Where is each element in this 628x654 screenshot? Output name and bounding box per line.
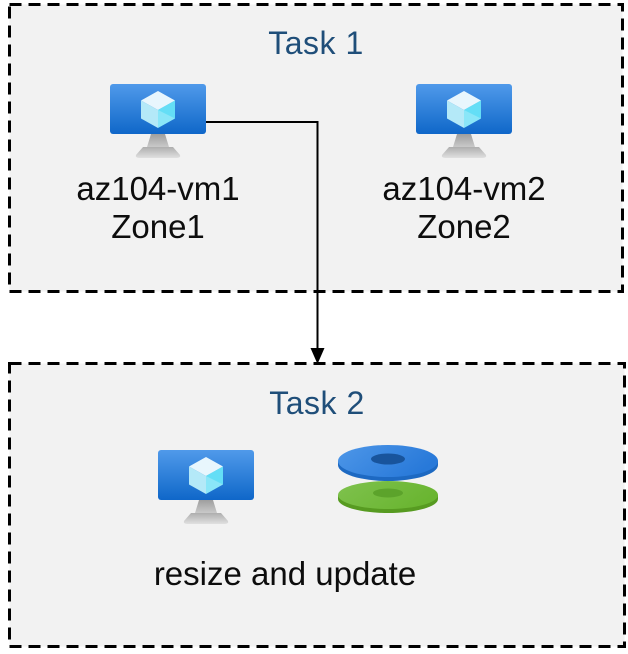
vm2-zone: Zone2 [417,208,511,245]
task1-box [8,3,624,293]
virtual-machine-icon [110,84,206,160]
vm1-label: az104-vm1 Zone1 [38,170,278,246]
vm2-label: az104-vm2 Zone2 [344,170,584,246]
vm1-zone: Zone1 [111,208,205,245]
task2-caption: resize and update [153,555,417,592]
task1-title: Task 1 [268,25,364,61]
connector-arrow [206,121,325,364]
task2-box [8,362,626,648]
vm1-name: az104-vm1 [76,170,240,207]
vm2-name: az104-vm2 [382,170,546,207]
virtual-machine-icon [416,84,512,160]
virtual-machine-icon [158,450,254,526]
task2-title: Task 2 [269,385,365,421]
disks-icon [336,442,440,516]
